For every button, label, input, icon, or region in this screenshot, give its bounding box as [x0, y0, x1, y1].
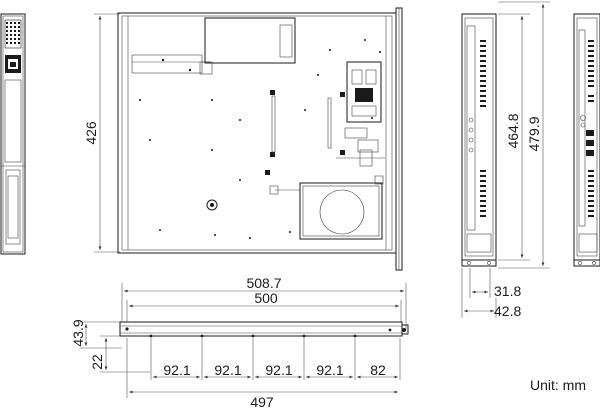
- front-elevation-view: 508.7 500 43.9 22: [70, 275, 409, 410]
- top-view: 426: [83, 7, 403, 271]
- dim-front-width: 500: [254, 290, 278, 306]
- dim-front-offset: 22: [89, 354, 105, 370]
- rear-panel-view: [0, 13, 26, 255]
- dim-spacing-3: 92.1: [265, 362, 292, 378]
- dim-front-base: 497: [250, 394, 274, 410]
- dim-front-overall: 508.7: [246, 275, 281, 291]
- dim-spacing-1: 92.1: [163, 362, 190, 378]
- mounting-bosses: [139, 39, 381, 239]
- dim-front-height: 43.9: [70, 319, 86, 346]
- dim-side-height-outer: 479.9: [526, 116, 542, 151]
- dim-side-height-inner: 464.8: [505, 113, 521, 148]
- side-view-depth: 464.8 479.9 31.8 42.8: [461, 1, 550, 319]
- dim-side-width-inner: 31.8: [494, 283, 521, 299]
- vent-grid: [4, 19, 22, 49]
- small-fan-icon: [206, 199, 218, 211]
- units-label: Unit: mm: [530, 377, 586, 393]
- io-board: [336, 61, 385, 167]
- dim-spacing-2: 92.1: [214, 362, 241, 378]
- dim-spacing-5: 82: [370, 362, 386, 378]
- fan-bracket: [269, 175, 384, 240]
- dim-top-height: 426: [83, 121, 99, 145]
- power-socket-icon: [5, 55, 21, 73]
- dim-side-width-outer: 42.8: [494, 303, 521, 319]
- vent-slots: [480, 40, 486, 217]
- dim-spacing-4: 92.1: [316, 362, 343, 378]
- front-panel-view: [573, 13, 600, 267]
